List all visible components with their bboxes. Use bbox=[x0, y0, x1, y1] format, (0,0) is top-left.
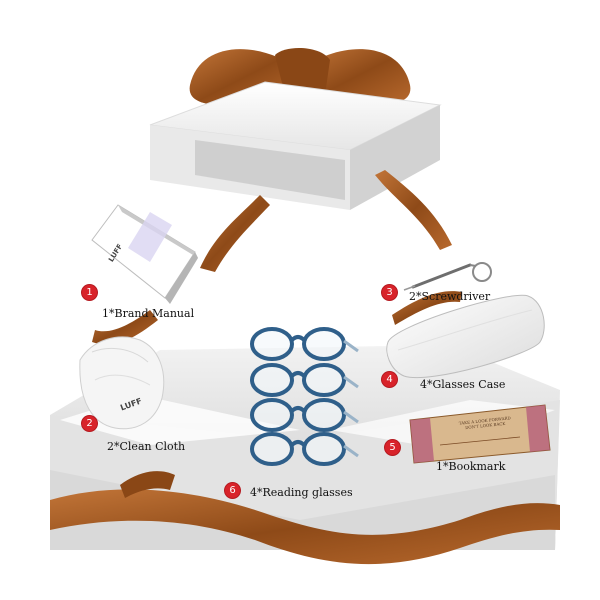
badge-6: 6 bbox=[225, 483, 240, 498]
clean-cloth bbox=[79, 336, 165, 430]
bookmark bbox=[409, 404, 551, 464]
box-lid bbox=[149, 81, 442, 210]
label-screwdriver: 2*Screwdriver bbox=[409, 290, 491, 303]
glasses-case bbox=[386, 294, 545, 379]
ribbon-strands bbox=[92, 170, 462, 345]
reading-glasses-pair bbox=[250, 432, 359, 466]
ribbon-bow bbox=[189, 48, 411, 106]
badge-5: 5 bbox=[385, 440, 400, 455]
label-clean-cloth: 2*Clean Cloth bbox=[107, 440, 186, 453]
badge-3: 3 bbox=[382, 285, 397, 300]
reading-glasses-stack bbox=[250, 327, 359, 466]
label-bookmark: 1*Bookmark bbox=[436, 460, 506, 473]
reading-glasses-pair bbox=[250, 327, 359, 361]
reading-glasses-pair bbox=[250, 363, 359, 397]
label-brand-manual: 1*Brand Manual bbox=[102, 307, 195, 320]
badge-4: 4 bbox=[382, 372, 397, 387]
badge-2: 2 bbox=[82, 416, 97, 431]
badge-1: 1 bbox=[82, 285, 97, 300]
brand-manual bbox=[91, 204, 198, 304]
label-reading-glasses: 4*Reading glasses bbox=[250, 486, 353, 499]
reading-glasses-pair bbox=[250, 398, 359, 432]
screwdriver bbox=[403, 262, 492, 291]
label-glasses-case: 4*Glasses Case bbox=[420, 378, 506, 391]
ribbon-bottom bbox=[50, 471, 560, 565]
